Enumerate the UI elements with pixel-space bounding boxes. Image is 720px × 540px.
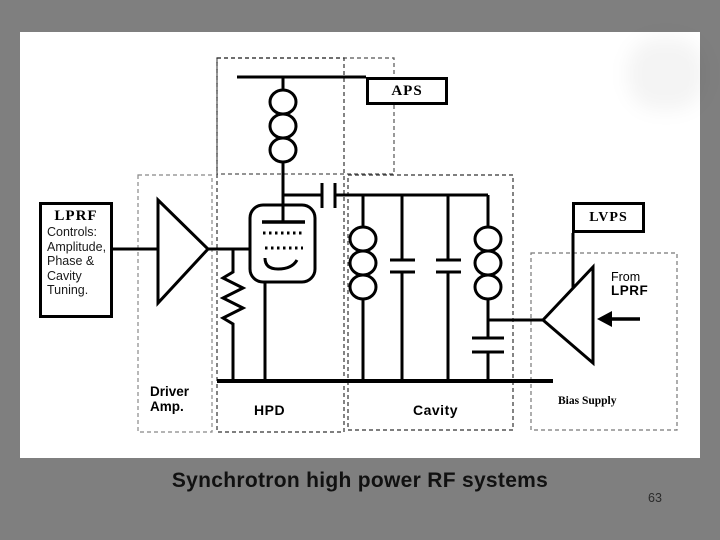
- tetrode-tube-icon: [248, 203, 317, 284]
- lprf-controls-line: Cavity: [47, 268, 82, 283]
- anode-region-dashed-box: [216, 57, 395, 175]
- aps-box: APS: [366, 77, 448, 105]
- anode-inductor-icon: [268, 88, 298, 164]
- lvps-box: LVPS: [572, 202, 645, 233]
- cavity-right-inductor-icon: [473, 225, 503, 301]
- driver-amplifier-icon: [156, 196, 211, 307]
- left-arrow-icon: [597, 311, 640, 327]
- bias-amplifier-icon: [540, 263, 595, 367]
- slide-caption: Synchrotron high power RF systems: [171, 469, 549, 492]
- bias-branch-wires: [486, 299, 543, 381]
- cavity-capacitor1-icon: [390, 258, 415, 274]
- slide-canvas: LPRF Controls: Amplitude, Phase & Cavity…: [20, 32, 704, 458]
- cavity-left-inductor-icon: [348, 225, 378, 301]
- driver-amp-label-line1: Driver: [150, 384, 190, 399]
- cavity-label: Cavity: [413, 402, 459, 418]
- lprf-controls-line: Controls:: [47, 225, 98, 239]
- watermark-smudge: [628, 38, 704, 110]
- lprf-controls-line: Amplitude,: [47, 239, 107, 254]
- bias-capacitor-icon: [472, 336, 504, 354]
- driver-amp-region-dashed-box: [137, 174, 213, 433]
- cathode: [263, 257, 299, 271]
- hpd-region-dashed-box: [216, 57, 345, 433]
- from-lprf-line2: LPRF: [611, 283, 649, 298]
- bias-supply-label: Bias Supply: [558, 395, 617, 407]
- page-number: 63: [648, 491, 662, 505]
- lprf-controls-title: LPRF: [54, 208, 98, 224]
- lprf-controls-line: Phase &: [47, 254, 95, 268]
- from-lprf-line1: From: [611, 270, 641, 284]
- bias-supply-region-dashed-box: [530, 252, 678, 431]
- from-lprf-annotation: From LPRF: [611, 270, 649, 298]
- coupling-bus-wire: [283, 193, 490, 227]
- driver-amp-label: Driver Amp.: [150, 384, 189, 414]
- coupling-capacitor-icon: [320, 183, 337, 208]
- grid-resistor: [219, 249, 247, 381]
- cavity-capacitor2-icon: [436, 258, 461, 274]
- lprf-controls-box: LPRF Controls: Amplitude, Phase & Cavity…: [39, 202, 113, 318]
- lprf-controls-line: Tuning.: [47, 283, 89, 297]
- rf-system-schematic: [113, 57, 678, 433]
- hpd-label: HPD: [254, 402, 286, 418]
- driver-amp-label-line2: Amp.: [150, 399, 184, 414]
